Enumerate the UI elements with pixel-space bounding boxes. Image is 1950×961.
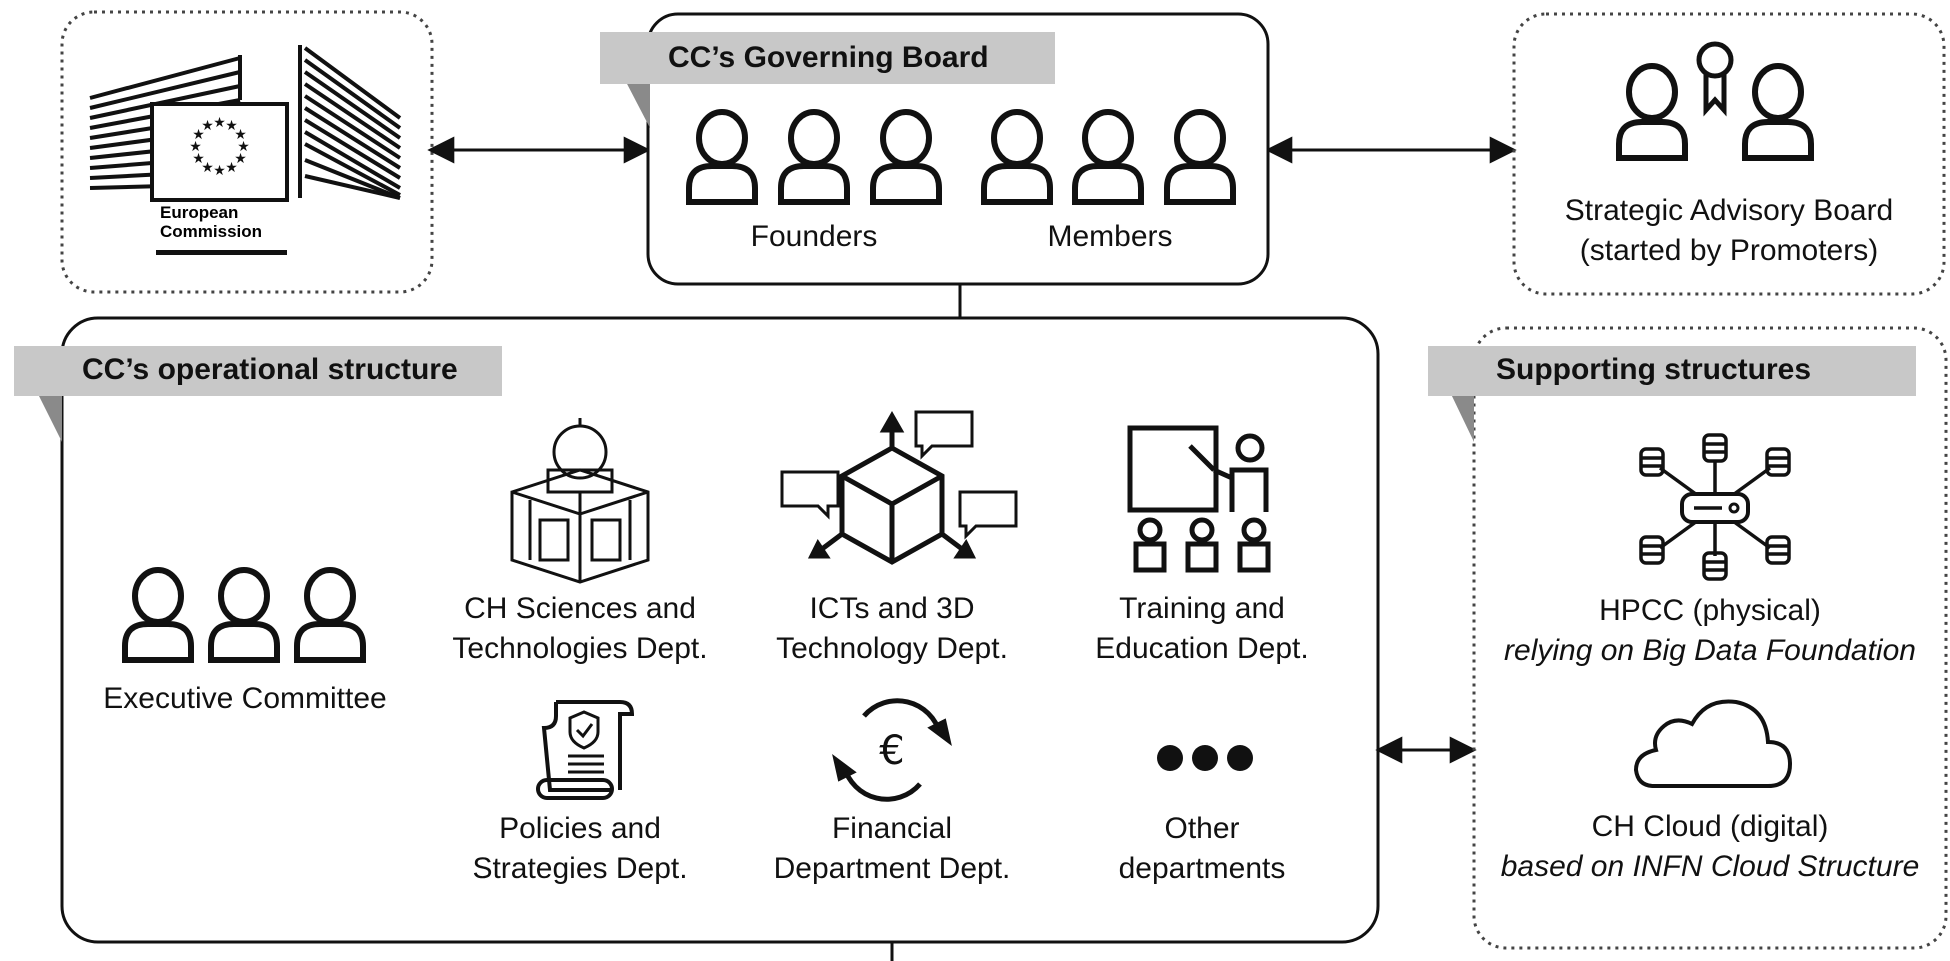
operational-structure-title: CC’s operational structure <box>82 353 458 386</box>
svg-text:★: ★ <box>201 118 214 134</box>
cloud-line2: based on INFN Cloud Structure <box>1500 850 1920 883</box>
hpcc-network-icon <box>1639 433 1791 581</box>
advisory-board-box <box>1512 12 1946 296</box>
operational-structure-box <box>60 316 1380 944</box>
cube-3d-icon <box>780 410 1018 565</box>
ellipsis-icon <box>1157 745 1253 771</box>
advisory-board-line2: (started by Promoters) <box>1579 234 1879 267</box>
hpcc-line2: relying on Big Data Foundation <box>1504 634 1916 667</box>
hpcc-line1: HPCC (physical) <box>1599 594 1821 627</box>
svg-text:€: € <box>879 728 904 774</box>
dept-other-line2: departments <box>1118 852 1286 885</box>
svg-text:★: ★ <box>192 127 205 143</box>
executive-committee-label: Executive Committee <box>103 682 387 715</box>
svg-text:★: ★ <box>213 115 226 131</box>
temple-icon <box>510 418 650 584</box>
dept-training-line1: Training and <box>1119 592 1285 625</box>
dept-ch-sciences-line1: CH Sciences and <box>464 592 696 625</box>
cloud-line1: CH Cloud (digital) <box>1591 810 1829 843</box>
svg-text:★: ★ <box>213 163 226 179</box>
members-label: Members <box>1047 220 1173 253</box>
cloud-icon <box>1633 699 1793 788</box>
svg-text:★: ★ <box>234 127 247 143</box>
advisory-people-icon <box>1616 41 1814 161</box>
dept-policies-line1: Policies and <box>499 812 661 845</box>
advisory-board-line1: Strategic Advisory Board <box>1564 194 1894 227</box>
ec-underline <box>156 250 287 255</box>
operational-tab <box>14 346 502 396</box>
supporting-tab <box>1428 346 1916 396</box>
svg-text:★: ★ <box>237 139 250 155</box>
svg-text:★: ★ <box>234 151 247 167</box>
dept-ict-line1: ICTs and 3D <box>809 592 975 625</box>
ec-label-line1: European <box>160 203 239 222</box>
svg-text:★: ★ <box>189 139 202 155</box>
svg-text:★: ★ <box>225 118 238 134</box>
ec-label-line2: Commission <box>160 222 263 241</box>
dept-ict-line2: Technology Dept. <box>776 632 1008 665</box>
dept-ch-sciences-line2: Technologies Dept. <box>452 632 708 665</box>
svg-text:★: ★ <box>201 160 214 176</box>
teacher-classroom-icon <box>1127 425 1271 573</box>
governing-board-tab <box>600 32 1055 84</box>
euro-cycle-icon: € <box>832 698 952 802</box>
governing-board-title: CC’s Governing Board <box>668 41 989 74</box>
award-ribbon-icon <box>1696 41 1734 117</box>
dept-training-line2: Education Dept. <box>1095 632 1309 665</box>
eu-stars-icon: ★ ★ ★ ★ ★ ★ ★ ★ ★ ★ ★ ★ <box>189 115 250 179</box>
dept-financial-line2: Department Dept. <box>773 852 1011 885</box>
policy-scroll-icon <box>536 700 635 800</box>
dept-financial-line1: Financial <box>831 812 953 845</box>
dept-other-line1: Other <box>1164 812 1240 845</box>
eu-flag-icon <box>150 102 289 202</box>
dept-policies-line2: Strategies Dept. <box>472 852 688 885</box>
svg-text:★: ★ <box>192 151 205 167</box>
founders-label: Founders <box>750 220 878 253</box>
svg-text:★: ★ <box>225 160 238 176</box>
supporting-structures-title: Supporting structures <box>1496 353 1812 386</box>
supporting-structures-box <box>1472 326 1948 950</box>
